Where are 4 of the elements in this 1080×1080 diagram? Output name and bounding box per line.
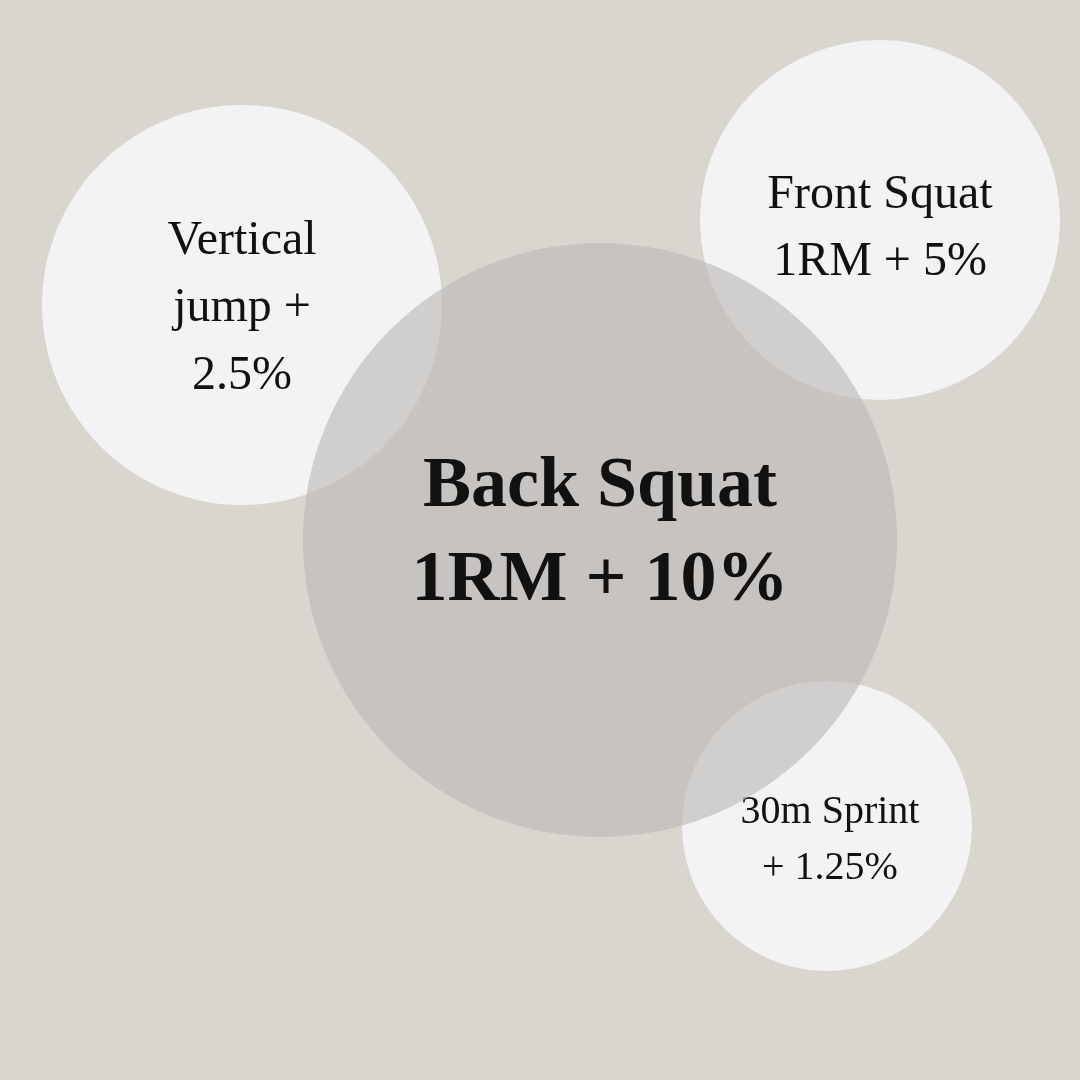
- circle-label: Vertical jump + 2.5%: [166, 210, 318, 401]
- circle-label: 30m Sprint + 1.25%: [739, 786, 921, 890]
- circle-label: Front Squat 1RM + 5%: [766, 163, 994, 287]
- circle-label: Back Squat 1RM + 10%: [410, 441, 790, 618]
